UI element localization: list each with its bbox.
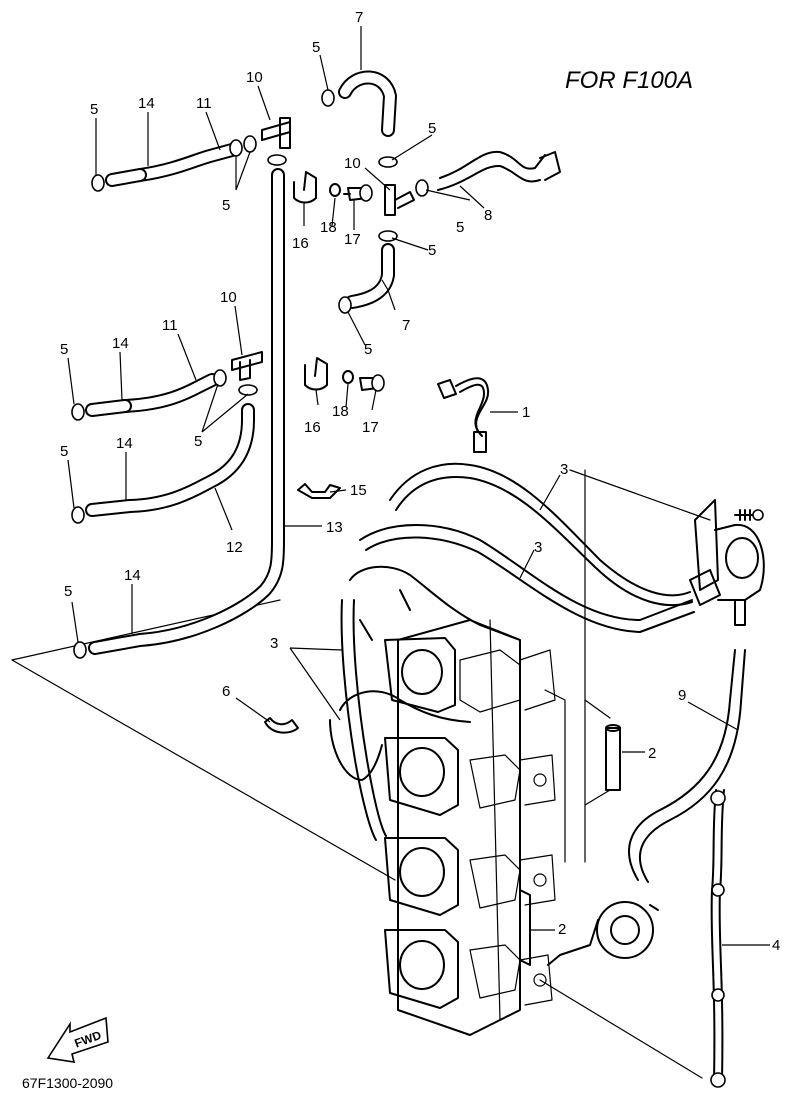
fuel-joint-top	[261, 117, 291, 149]
fuel-hose-9	[628, 649, 746, 883]
callout-11: 11	[196, 95, 212, 112]
callout-18: 18	[320, 219, 337, 236]
callout-13: 13	[326, 519, 343, 536]
fuel-hose-7-upper	[338, 70, 397, 137]
fuel-hose-13	[88, 168, 285, 655]
callout-2: 2	[648, 745, 656, 762]
callout-5: 5	[64, 583, 72, 600]
fuel-hose-2-lower	[519, 889, 531, 966]
fuel-hose-8	[437, 150, 561, 191]
callout-14: 14	[124, 567, 141, 584]
fuel-pump-icon	[547, 901, 659, 966]
callout-5: 5	[312, 39, 320, 56]
fuel-hose-14-upper	[105, 168, 147, 187]
callout-16: 16	[292, 235, 309, 252]
bolt-upper-icon	[343, 184, 373, 202]
callout-labels: 7 5 10 5 14 11 5 5 10 5 8 16 18 17 5 10 …	[60, 9, 780, 954]
hose-clip-6-icon	[264, 717, 299, 734]
callout-8: 8	[484, 207, 492, 224]
callout-7: 7	[355, 9, 363, 26]
callout-3: 3	[534, 539, 542, 556]
callout-14: 14	[138, 95, 155, 112]
callout-10: 10	[246, 69, 263, 86]
callout-17: 17	[344, 231, 361, 248]
wire-lead-icon	[437, 377, 490, 453]
fuel-hose-14-middle	[85, 399, 132, 417]
fuel-joint-middle	[384, 184, 415, 216]
ground-lead-icon	[710, 789, 726, 1088]
callout-5: 5	[456, 219, 464, 236]
fuel-hose-3-set	[329, 462, 695, 841]
bolt-lower-icon	[359, 374, 385, 392]
callout-3: 3	[270, 635, 278, 652]
washer-lower-icon	[342, 370, 354, 384]
hose-clip-15-icon	[297, 483, 341, 499]
washer-upper-icon	[329, 183, 341, 197]
fuel-hose-12	[85, 403, 255, 517]
fuel-filter-icon	[689, 499, 765, 626]
hose-clip-lower-icon	[304, 357, 328, 391]
callout-5: 5	[428, 120, 436, 137]
fuel-hose-7-lower	[345, 243, 395, 309]
fuel-joint-lower	[231, 351, 263, 381]
callout-10: 10	[344, 155, 361, 172]
callout-14: 14	[116, 435, 133, 452]
fwd-arrow-icon: FWD	[46, 1016, 109, 1063]
callout-6: 6	[222, 683, 230, 700]
callout-18: 18	[332, 403, 349, 420]
diagram-title: FOR F100A	[565, 67, 693, 94]
callout-17: 17	[362, 419, 379, 436]
callout-1: 1	[522, 404, 530, 421]
fuel-hose-11-upper	[133, 143, 239, 182]
callout-5: 5	[90, 101, 98, 118]
callout-16: 16	[304, 419, 321, 436]
callout-5: 5	[60, 443, 68, 460]
callout-12: 12	[226, 539, 243, 556]
callout-5: 5	[364, 341, 372, 358]
diagram-code: 67F1300-2090	[22, 1075, 113, 1091]
leader-lines	[67, 26, 770, 946]
fuel-hose-11-lower	[118, 373, 219, 413]
fuel-hose-2-upper	[605, 724, 621, 791]
callout-15: 15	[350, 482, 367, 499]
callout-14: 14	[112, 335, 129, 352]
callout-11: 11	[162, 317, 178, 334]
callout-5: 5	[194, 433, 202, 450]
callout-10: 10	[220, 289, 237, 306]
callout-3: 3	[560, 461, 568, 478]
callout-9: 9	[678, 687, 686, 704]
callout-7: 7	[402, 317, 410, 334]
callout-2: 2	[558, 921, 566, 938]
callout-5: 5	[222, 197, 230, 214]
callout-5: 5	[60, 341, 68, 358]
carburetor-assembly	[384, 619, 556, 1036]
callout-5: 5	[428, 242, 436, 259]
screw-icon	[734, 509, 764, 521]
hose-clip-upper-icon	[293, 171, 317, 204]
callout-4: 4	[772, 937, 780, 954]
